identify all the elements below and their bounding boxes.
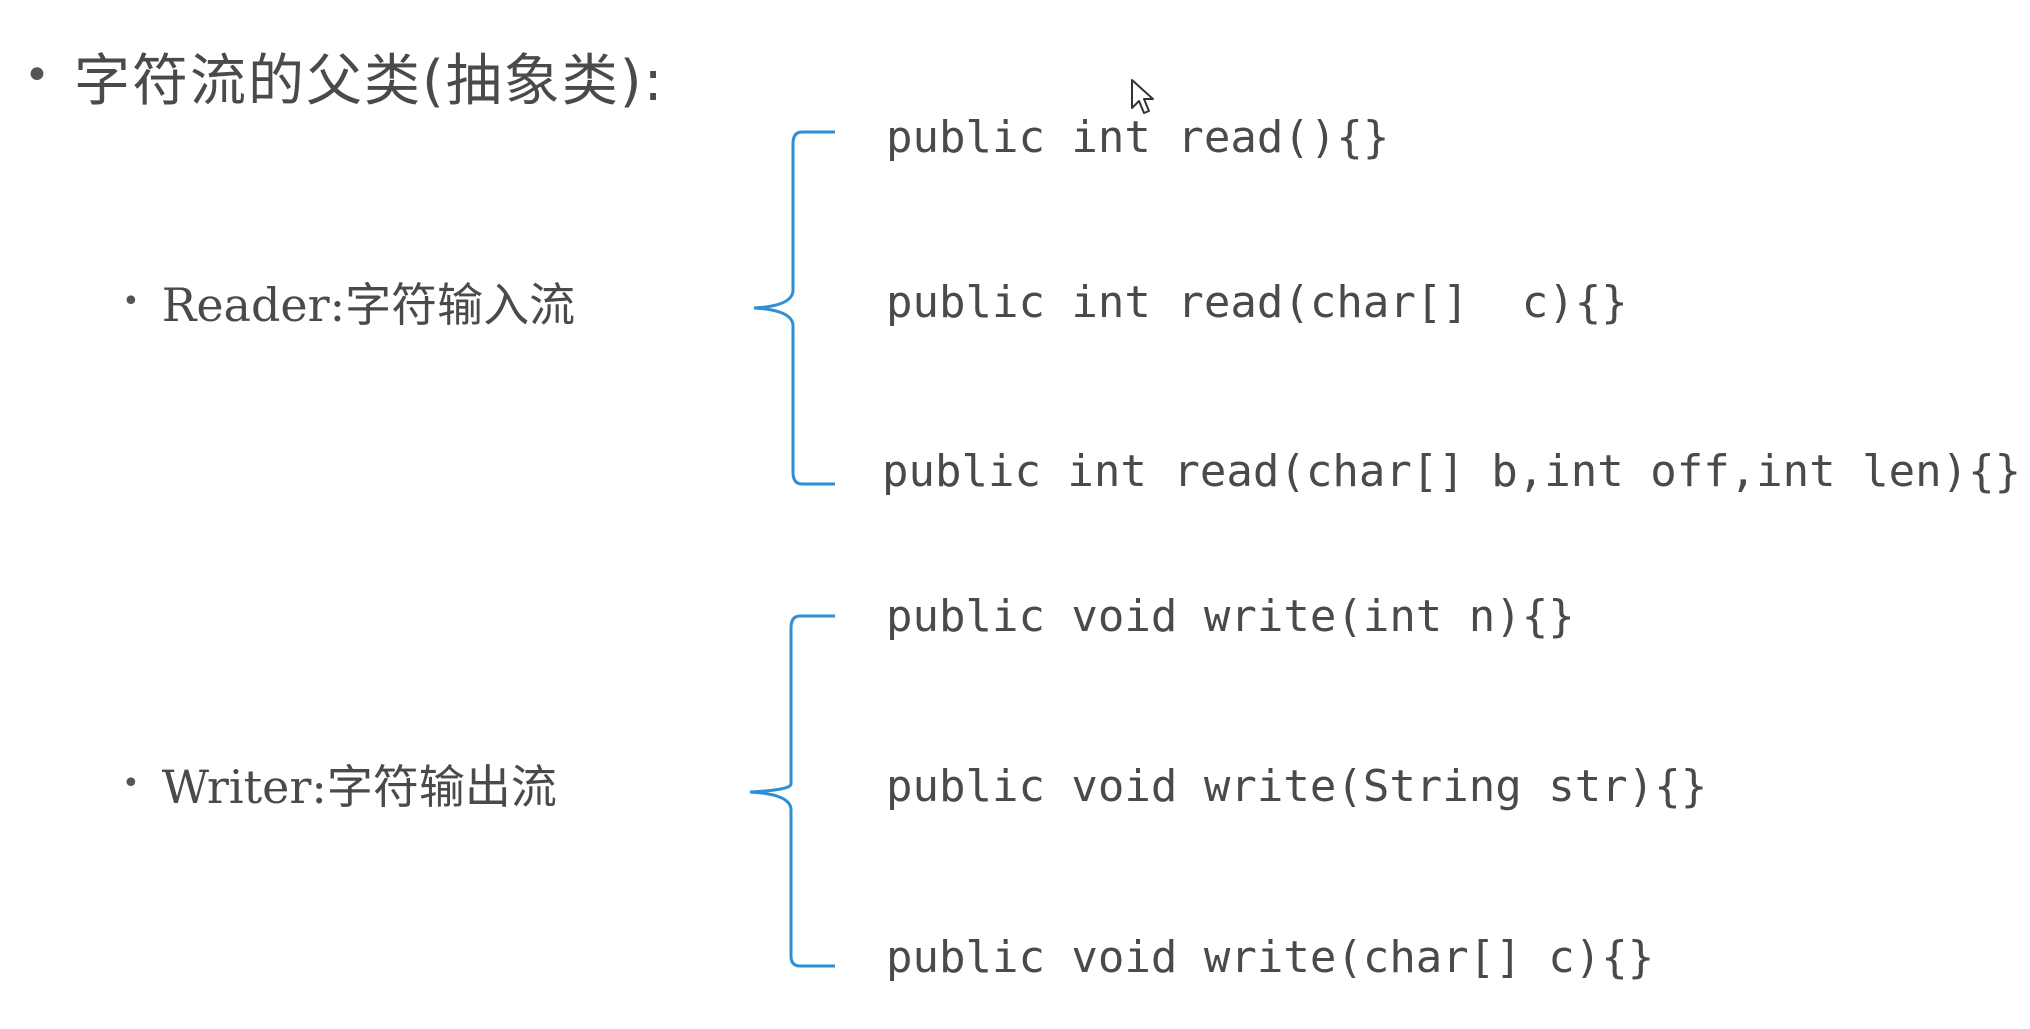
bullet-icon: •: [24, 50, 50, 101]
writer-method-1: public void write(int n){}: [886, 591, 1575, 642]
reader-label-row: • Reader:字符输入流: [122, 272, 575, 332]
reader-method-3: public int read(char[] b,int off,int len…: [882, 446, 2022, 497]
mouse-pointer-icon: [1131, 79, 1154, 114]
reader-label: Reader:字符输入流: [161, 278, 576, 332]
writer-method-2: public void write(String str){}: [886, 761, 1708, 812]
bullet-icon: •: [122, 766, 140, 801]
writer-method-3: public void write(char[] c){}: [886, 932, 1655, 983]
writer-label-row: • Writer:字符输出流: [122, 754, 557, 814]
slide-title: 字符流的父类(抽象类):: [73, 48, 665, 114]
writer-label: Writer:字符输出流: [161, 760, 557, 814]
reader-brace-icon: [753, 130, 835, 486]
writer-brace-icon: [749, 614, 835, 968]
reader-method-1: public int read(){}: [886, 112, 1390, 163]
slide-title-row: • 字符流的父类(抽象类):: [24, 36, 665, 116]
bullet-icon: •: [122, 284, 140, 319]
reader-method-2: public int read(char[] c){}: [886, 277, 1628, 328]
